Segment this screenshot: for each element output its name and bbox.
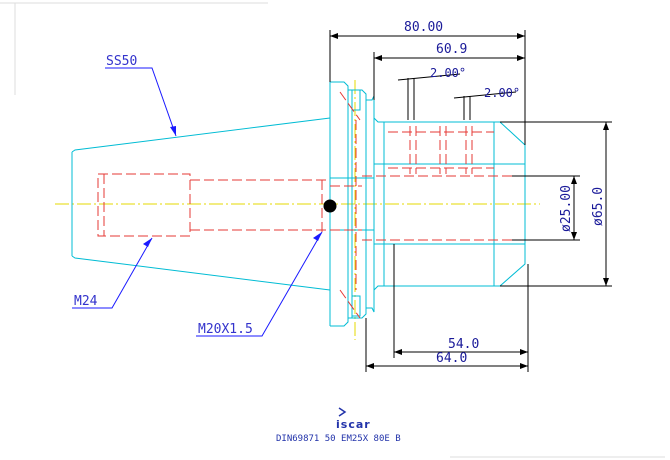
dim-overall-length: 80.00 (404, 20, 443, 35)
screw-symbol (323, 199, 337, 213)
dim-body-length: 60.9 (436, 42, 467, 57)
dim-clamp-length: 54.0 (448, 337, 479, 352)
callout-thread-screw: M20X1.5 (198, 322, 253, 337)
callout-taper: SS50 (106, 54, 137, 69)
hidden-lines (97, 91, 512, 319)
leader-lines (72, 67, 323, 337)
centerline (55, 80, 540, 340)
part-code: DIN69871 50 EM25X 80E B (276, 434, 401, 444)
holder-outline (71, 81, 526, 327)
dim-groove-1: 2.00° (430, 66, 466, 80)
callout-thread-back: M24 (74, 294, 98, 309)
brand-name: iscar (336, 418, 371, 431)
dim-bore-diameter: ø25.00 (559, 185, 574, 232)
arrowheads (330, 33, 609, 369)
dimension-lines (329, 30, 612, 372)
dim-flange-length: 64.0 (436, 351, 467, 366)
iscar-logo: iscar (336, 407, 371, 431)
leader-arrows (143, 126, 322, 247)
dim-outer-diameter: ø65.0 (591, 187, 606, 226)
dim-groove-2: 2.00° (484, 86, 520, 100)
